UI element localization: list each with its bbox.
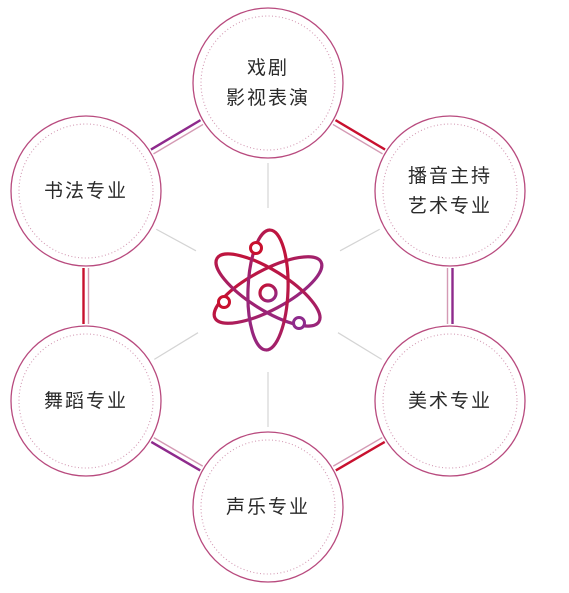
node-ring-outer (10, 325, 162, 477)
node-ring-outer (374, 325, 526, 477)
node-ring-outer (192, 7, 344, 159)
node-label-line: 书法专业 (43, 180, 128, 202)
edge-line (150, 119, 202, 151)
spoke-line (155, 228, 197, 252)
node-ring-inner (200, 15, 336, 151)
edge-line (332, 436, 383, 467)
spoke-line (153, 332, 199, 360)
node-ring-inner (382, 333, 518, 469)
atom-icon (212, 228, 324, 352)
connector-spokes (153, 163, 383, 427)
node-label-line: 艺术专业 (407, 195, 492, 217)
node-fine-art: 美术专业 (375, 326, 525, 476)
edge-line (332, 123, 383, 155)
node-ring-outer (10, 115, 162, 267)
node-label-line: 影视表演 (225, 87, 310, 109)
node-ring-inner (18, 123, 154, 259)
spoke-line (339, 228, 381, 252)
edge-line (334, 119, 386, 151)
edge-line (335, 440, 386, 472)
node-label-line: 声乐专业 (225, 496, 310, 518)
edge-line (153, 436, 204, 467)
node-label-line: 戏剧 (246, 57, 289, 79)
node-ring-outer (374, 115, 526, 267)
node-vocal: 声乐专业 (193, 432, 343, 582)
spoke-line (337, 332, 383, 360)
node-label-line: 播音主持 (407, 165, 492, 187)
node-ring-inner (200, 439, 336, 575)
node-label-line: 美术专业 (407, 390, 492, 412)
hexagon-edges (82, 119, 454, 472)
node-label-line: 舞蹈专业 (43, 390, 128, 412)
node-ring-inner (382, 123, 518, 259)
edge-line (150, 440, 201, 472)
node-ring-inner (18, 333, 154, 469)
node-calligraphy: 书法专业 (11, 116, 161, 266)
edge-line (153, 123, 204, 155)
node-ring-outer (192, 431, 344, 583)
node-dance: 舞蹈专业 (11, 326, 161, 476)
node-drama: 戏剧 影视表演 (193, 8, 343, 158)
node-broadcast: 播音主持 艺术专业 (375, 116, 525, 266)
node-rings (10, 7, 526, 583)
